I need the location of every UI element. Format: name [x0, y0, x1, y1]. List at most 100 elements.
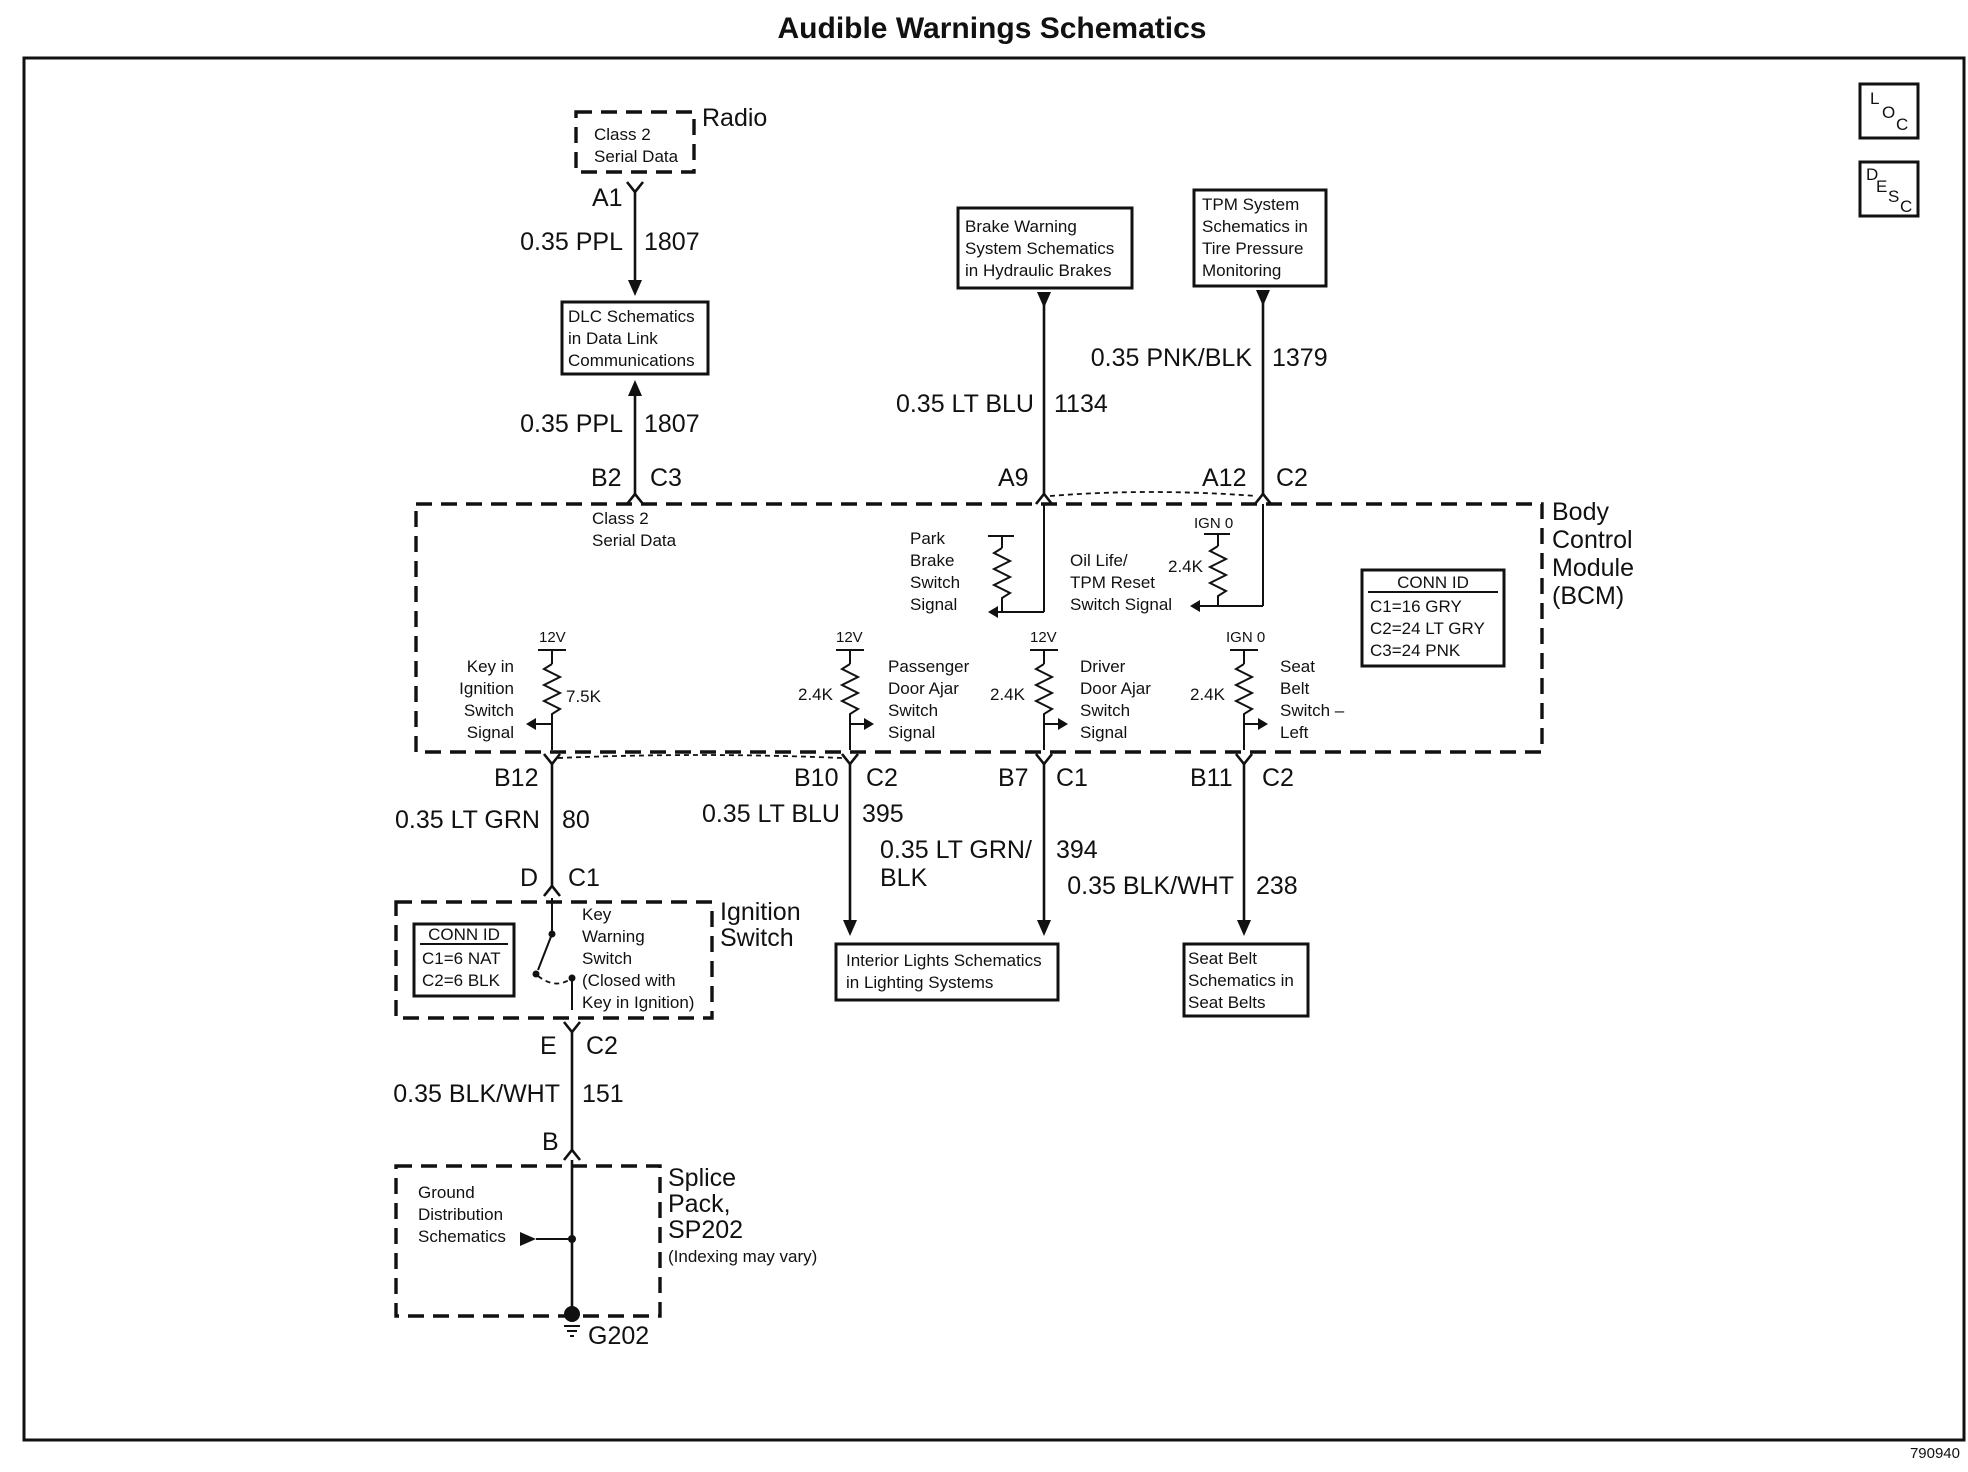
radio-wire-circuit: 1807: [644, 228, 700, 256]
bcm-pin-b12: B12: [494, 764, 538, 792]
ground-dist-line-3: Schematics: [418, 1227, 506, 1246]
interior-box-line-1: Interior Lights Schematics: [846, 951, 1042, 970]
desc-icon-s: S: [1888, 187, 1899, 206]
bcm-label-2: Control: [1552, 526, 1633, 554]
bcm-label-1: Body: [1552, 498, 1609, 526]
seat-belt-box-line-3: Seat Belts: [1188, 993, 1266, 1012]
ground-symbol-icon: [564, 1325, 580, 1337]
driver-resistor: [1033, 663, 1055, 724]
splice-label-3: SP202: [668, 1216, 743, 1244]
bcm-pin-a12: A12: [1202, 464, 1246, 492]
bcm-pin-b11: B11: [1190, 764, 1233, 792]
loc-icon-c: C: [1896, 115, 1908, 134]
seat-belt-box-line-2: Schematics in: [1188, 971, 1294, 990]
bcm-conn-id-row-1: C1=16 GRY: [1370, 597, 1462, 616]
ground-dist-line-1: Ground: [418, 1183, 475, 1202]
driver-wire-circuit: 394: [1056, 836, 1098, 864]
bcm-pin-c2-bottom-a: C2: [866, 764, 898, 792]
driver-line-1: Driver: [1080, 657, 1126, 676]
ground-id: G202: [588, 1322, 649, 1350]
ignition-pin-c1: C1: [568, 864, 600, 892]
desc-icon[interactable]: D E S C: [1858, 160, 1920, 218]
passenger-wire-size: 0.35 LT BLU: [702, 800, 840, 828]
key-in-wire-circuit: 80: [562, 806, 590, 834]
key-warning-line-5: Key in Ignition): [582, 993, 694, 1012]
ground-dist-line-2: Distribution: [418, 1205, 503, 1224]
dlc-line-1: DLC Schematics: [568, 307, 695, 326]
key-warning-line-3: Switch: [582, 949, 632, 968]
bcm-class2-line-2: Serial Data: [592, 531, 677, 550]
ignition-pin-c2: C2: [586, 1032, 618, 1060]
key-in-resistor: [541, 663, 563, 724]
driver-line-4: Signal: [1080, 723, 1127, 742]
oil-life-line-2: TPM Reset: [1070, 573, 1155, 592]
passenger-line-3: Switch: [888, 701, 938, 720]
key-warning-switch-blade: [537, 933, 553, 971]
radio-wire-size: 0.35 PPL: [520, 228, 623, 256]
seat-belt-wire-size: 0.35 BLK/WHT: [1067, 872, 1234, 900]
seat-belt-line-3: Switch –: [1280, 701, 1345, 720]
loc-icon[interactable]: L O C: [1858, 82, 1920, 140]
driver-line-2: Door Ajar: [1080, 679, 1151, 698]
radio-box-line-2: Serial Data: [594, 147, 679, 166]
ignition-conn-id-row-2: C2=6 BLK: [422, 971, 501, 990]
ignition-switch: Ignition Switch: [394, 898, 801, 1020]
dlc-line-3: Communications: [568, 351, 695, 370]
bcm-pin-c3: C3: [650, 464, 682, 492]
desc-icon-d: D: [1866, 165, 1878, 184]
dlc-line-2: in Data Link: [568, 329, 658, 348]
tpm-box-line-1: TPM System: [1202, 195, 1299, 214]
bcm-pin-b10: B10: [794, 764, 838, 792]
seat-belt-schematics-box[interactable]: Seat Belt Schematics in Seat Belts: [1182, 942, 1310, 1018]
seat-belt-wire-circuit: 238: [1256, 872, 1298, 900]
driver-wire-size-2: BLK: [880, 864, 928, 892]
dlc-schematics-box[interactable]: DLC Schematics in Data Link Communicatio…: [560, 300, 710, 376]
key-in-line-1: Key in: [467, 657, 514, 676]
oil-life-resistor: [1207, 545, 1229, 606]
ignition-conn-id-row-1: C1=6 NAT: [422, 949, 501, 968]
loc-icon-l: L: [1870, 89, 1879, 108]
key-warning-line-1: Key: [582, 905, 612, 924]
oil-life-line-1: Oil Life/: [1070, 551, 1128, 570]
key-in-12v: 12V: [539, 629, 566, 646]
seat-belt-res-value: 2.4K: [1190, 685, 1226, 704]
bcm-conn-id-table: CONN ID C1=16 GRY C2=24 LT GRY C3=24 PNK: [1360, 568, 1506, 668]
key-warning-line-4: (Closed with: [582, 971, 676, 990]
brake-warning-box[interactable]: Brake Warning System Schematics in Hydra…: [956, 206, 1134, 290]
bcm-pin-a9: A9: [998, 464, 1029, 492]
park-brake-line-3: Switch: [910, 573, 960, 592]
passenger-line-4: Signal: [888, 723, 935, 742]
passenger-res-value: 2.4K: [798, 685, 834, 704]
radio-pin: A1: [592, 184, 623, 212]
figure-id: 790940: [1910, 1445, 1960, 1462]
key-in-line-3: Switch: [464, 701, 514, 720]
interior-lights-box[interactable]: Interior Lights Schematics in Lighting S…: [834, 942, 1060, 1002]
bcm-label-4: (BCM): [1552, 582, 1624, 610]
bcm-conn-id-row-2: C2=24 LT GRY: [1370, 619, 1485, 638]
bcm-class2-line-1: Class 2: [592, 509, 649, 528]
ground-junction: [564, 1306, 580, 1322]
ignition-conn-id-header: CONN ID: [428, 925, 500, 944]
tpm-system-box[interactable]: TPM System Schematics in Tire Pressure M…: [1192, 188, 1328, 288]
interior-box-line-2: in Lighting Systems: [846, 973, 993, 992]
key-in-line-2: Ignition: [459, 679, 514, 698]
ignition-pin-e: E: [540, 1032, 557, 1060]
dlc-lower-wire-circuit: 1807: [644, 410, 700, 438]
driver-wire-size-1: 0.35 LT GRN/: [880, 836, 1032, 864]
radio-label: Radio: [702, 104, 767, 132]
brake-wire-size: 0.35 LT BLU: [896, 390, 1034, 418]
bcm-pin-c2-top: C2: [1276, 464, 1308, 492]
ground-wire-size: 0.35 BLK/WHT: [393, 1080, 560, 1108]
bcm-pin-b2: B2: [591, 464, 622, 492]
oil-life-res-value: 2.4K: [1168, 557, 1204, 576]
driver-12v: 12V: [1030, 629, 1057, 646]
passenger-line-1: Passenger: [888, 657, 970, 676]
brake-box-line-3: in Hydraulic Brakes: [965, 261, 1111, 280]
seat-belt-line-2: Belt: [1280, 679, 1310, 698]
tpm-box-line-4: Monitoring: [1202, 261, 1281, 280]
driver-line-3: Switch: [1080, 701, 1130, 720]
loc-icon-o: O: [1882, 103, 1895, 122]
oil-ign0-label: IGN 0: [1194, 515, 1233, 532]
bcm-conn-id-row-3: C3=24 PNK: [1370, 641, 1461, 660]
